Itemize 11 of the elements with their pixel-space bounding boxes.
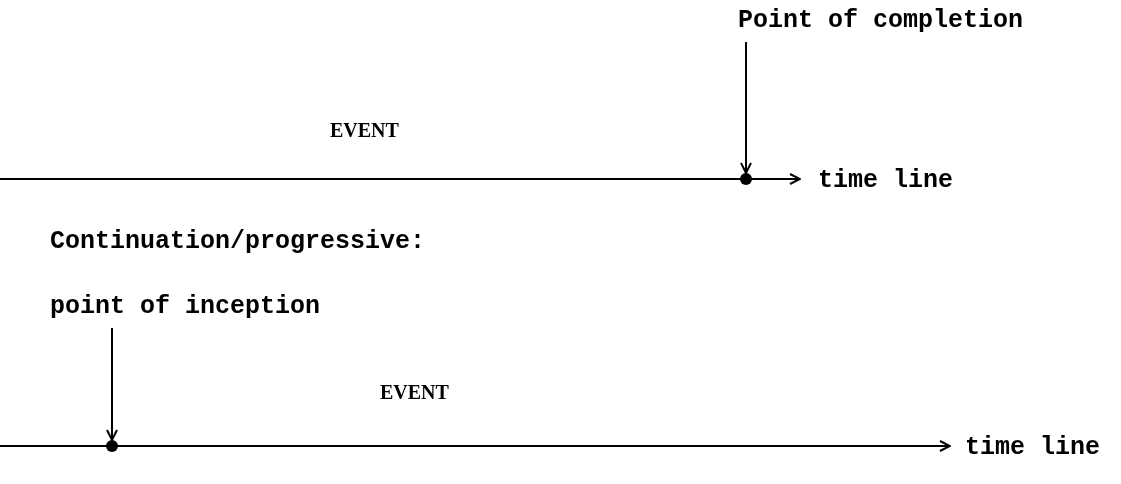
- arrow: [106, 327, 118, 441]
- timeline-label: time line: [818, 165, 954, 197]
- point-label: point of inception: [50, 290, 321, 324]
- timeline-label: time line: [965, 432, 1101, 464]
- event-label: EVENT: [330, 118, 399, 142]
- event-label: EVENT: [380, 380, 449, 404]
- point-marker: [740, 173, 752, 185]
- heading-text: Continuation/progressive:: [50, 226, 426, 258]
- point-marker: [106, 440, 118, 452]
- arrow: [740, 41, 752, 174]
- point-label: Point of completion: [738, 4, 1024, 38]
